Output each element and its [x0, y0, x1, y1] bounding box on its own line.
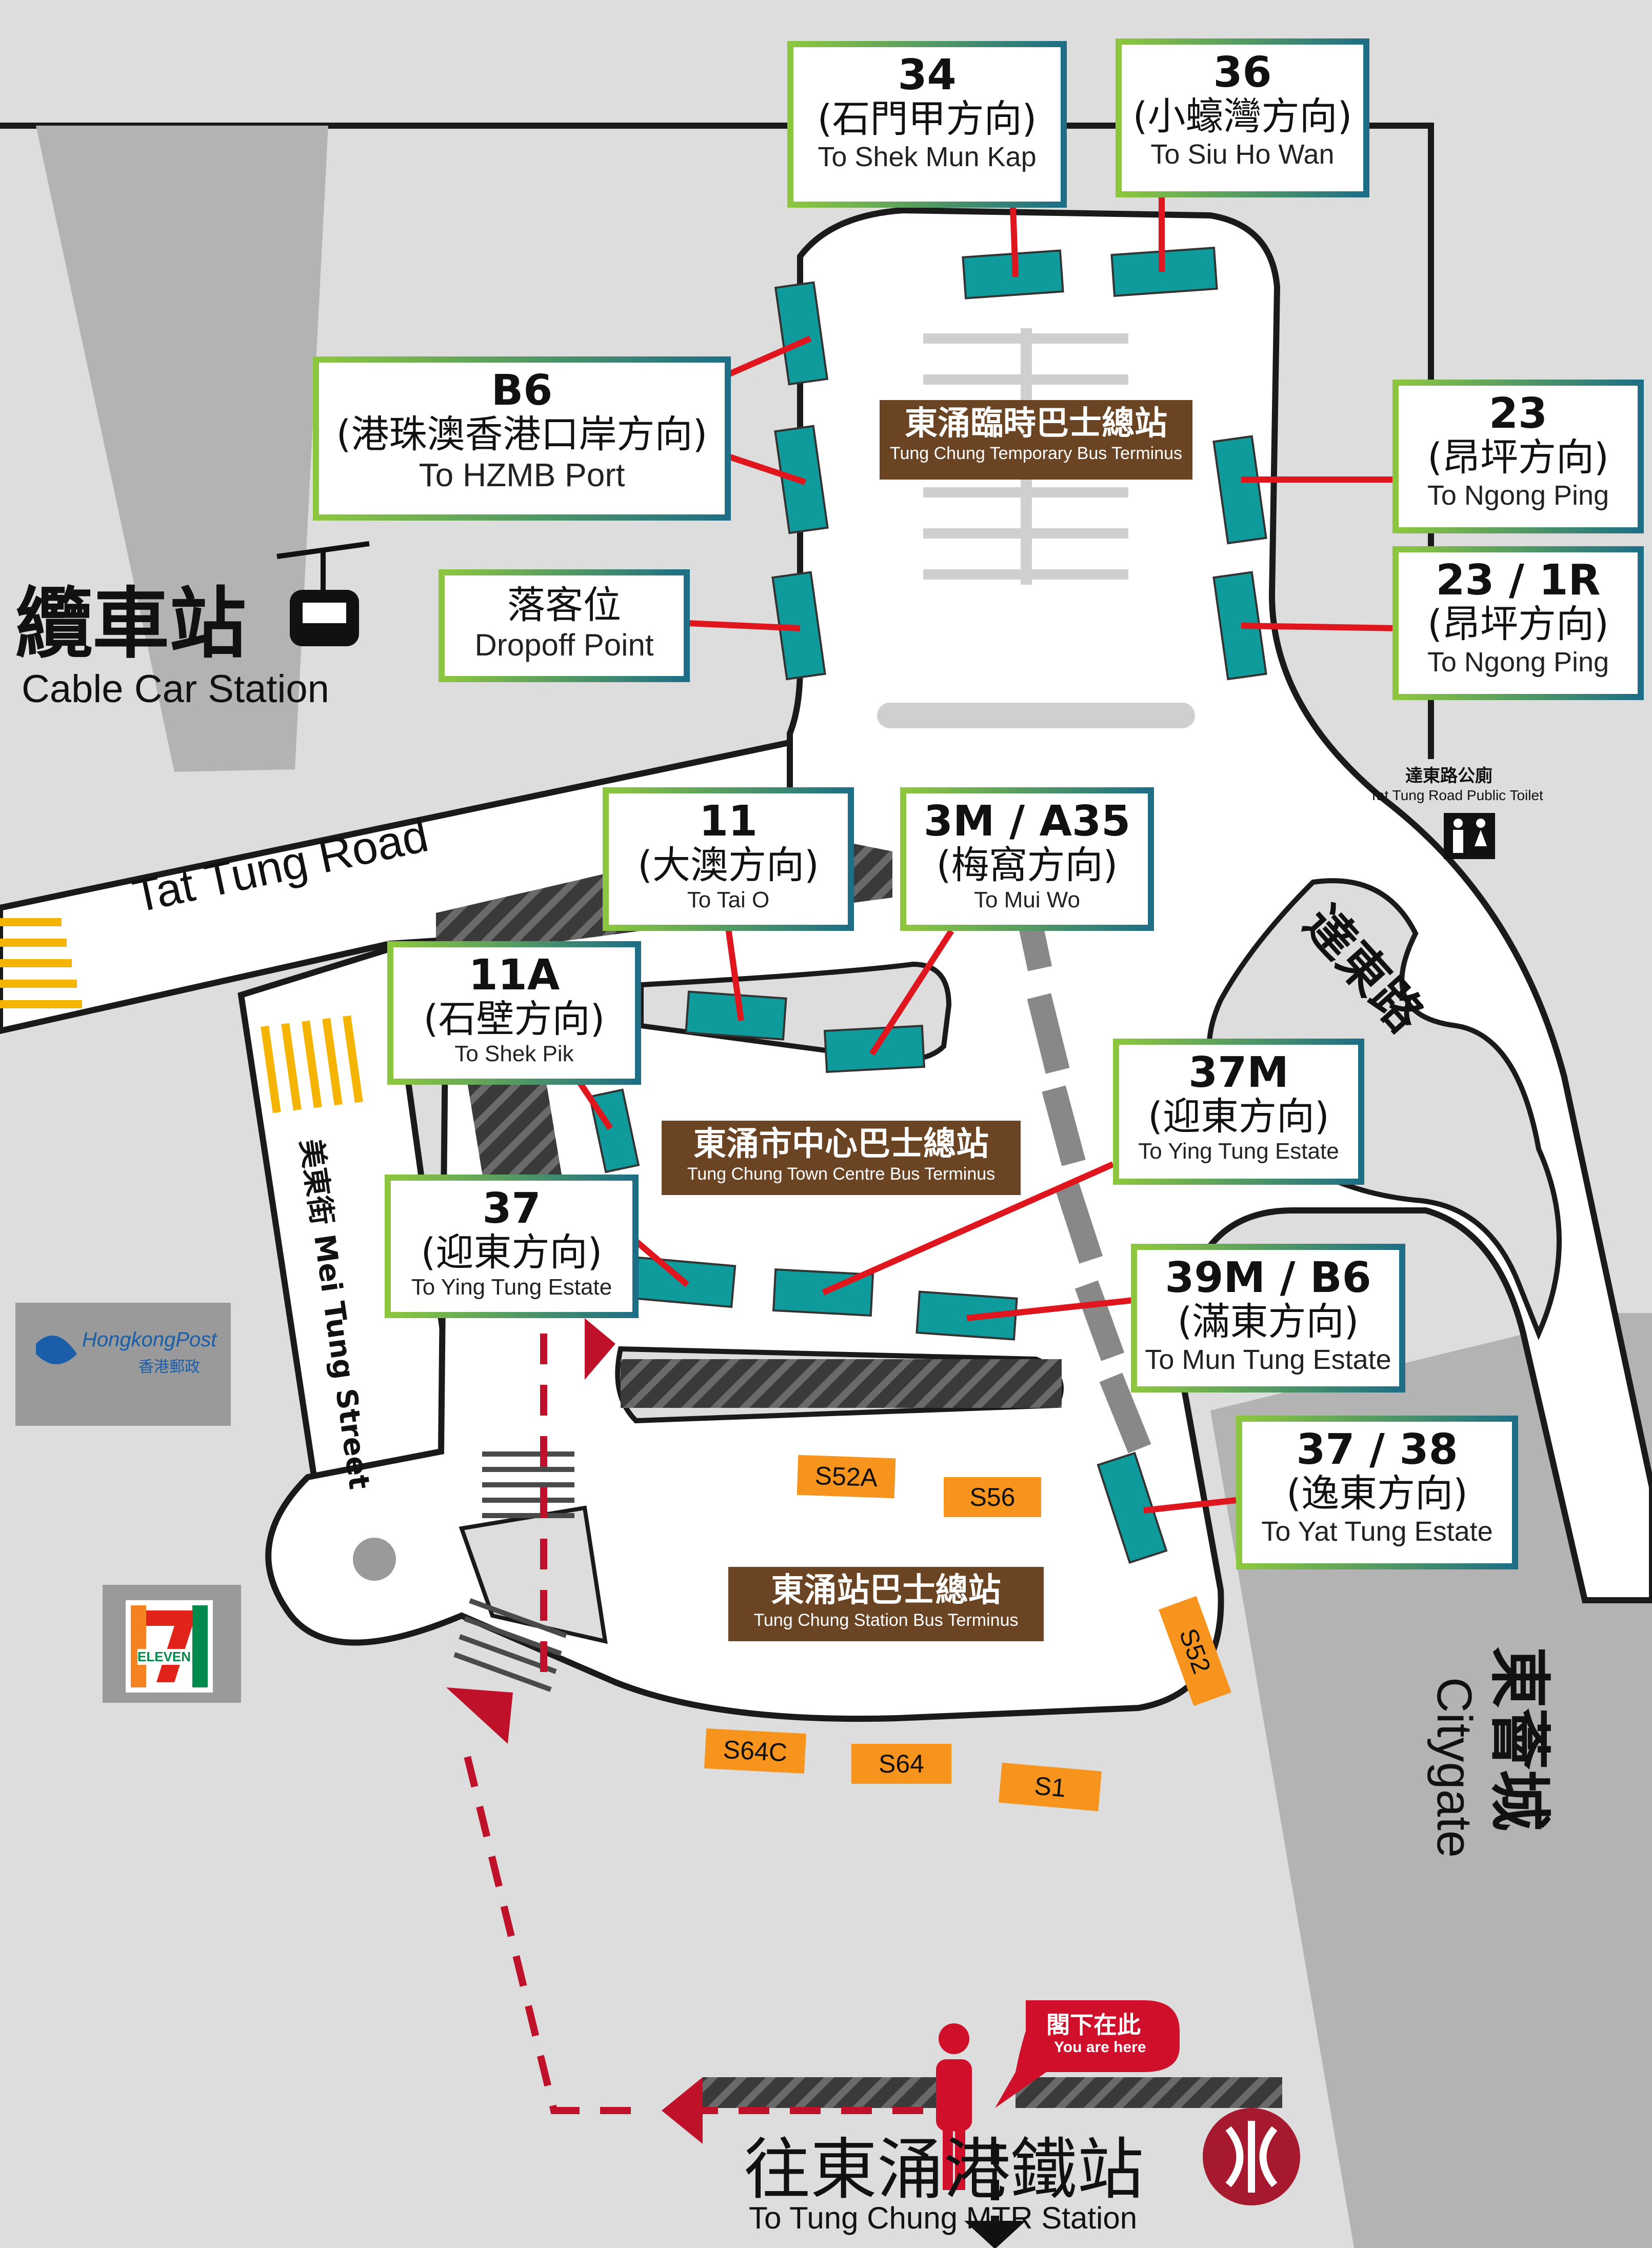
hongkong-post-name-en: HongkongPost: [82, 1328, 217, 1351]
route-direction-zh: (昂坪方向): [1427, 602, 1609, 647]
dropoff-label-en: Dropoff Point: [474, 628, 654, 663]
route-direction-zh: (港珠澳香港口岸方向): [336, 412, 708, 457]
route-number: 23: [1488, 389, 1548, 438]
town-centre-bus-terminus-label: 東涌市中心巴士總站 Tung Chung Town Centre Bus Ter…: [662, 1121, 1021, 1195]
you-are-here-person: [936, 2023, 972, 2190]
citygate-zh: 東薈城: [1483, 1646, 1555, 1831]
route-sign-34: 34 (石門甲方向) To Shek Mun Kap: [787, 41, 1067, 208]
route-direction-zh: (石門甲方向): [817, 97, 1037, 142]
stop-s64: S64: [851, 1744, 951, 1784]
route-number: 23 / 1R: [1436, 556, 1601, 605]
route-direction-en: To HZMB Port: [419, 456, 625, 494]
route-direction-en: To Mun Tung Estate: [1145, 1344, 1391, 1376]
route-direction-zh: (逸東方向): [1286, 1471, 1468, 1516]
bollard: [353, 1538, 396, 1581]
zebra-crossings: [453, 1451, 574, 1692]
route-number: B6: [491, 366, 553, 415]
dropoff-label-zh: 落客位: [507, 583, 621, 627]
station-bus-terminus-label: 東涌站巴士總站 Tung Chung Station Bus Terminus: [728, 1567, 1044, 1641]
mtr-logo-icon: [1203, 2108, 1300, 2205]
route-sign-37m: 37M (迎東方向) To Ying Tung Estate: [1113, 1039, 1364, 1185]
terminus-name-zh: 東涌臨時巴士總站: [905, 405, 1167, 443]
route-direction-zh: (迎東方向): [421, 1230, 603, 1275]
mtr-arrow: [964, 2221, 1026, 2248]
route-sign-36: 36 (小蠔灣方向) To Siu Ho Wan: [1116, 38, 1369, 197]
stop-s56: S56: [944, 1477, 1041, 1517]
terminus-name-en: Tung Chung Station Bus Terminus: [753, 1610, 1019, 1630]
route-number: 37M: [1188, 1048, 1289, 1097]
route-sign-b6: B6 (港珠澳香港口岸方向) To HZMB Port: [313, 356, 731, 521]
mtr-station-zh: 往東涌港鐵站: [744, 2131, 1144, 2209]
walking-arrows: [446, 1318, 703, 2144]
route-sign-3m-a35: 3M / A35 (梅窩方向) To Mui Wo: [900, 787, 1154, 931]
route-sign-37: 37 (迎東方向) To Ying Tung Estate: [385, 1175, 639, 1318]
you-are-here-zh: 閣下在此: [1046, 2011, 1141, 2039]
route-direction-zh: (昂坪方向): [1427, 435, 1609, 480]
hongkong-post-building: [15, 1303, 231, 1426]
you-are-here-en: You are here: [1054, 2039, 1146, 2056]
route-number: 11A: [468, 951, 560, 1000]
toilet-label-zh: 達東路公廁: [1405, 766, 1492, 786]
stop-s52a: S52A: [797, 1455, 896, 1499]
cable-car-icon: [276, 541, 370, 646]
stop-s64c: S64C: [704, 1728, 806, 1774]
route-number: 37 / 38: [1296, 1425, 1458, 1474]
route-direction-zh: (小蠔灣方向): [1132, 94, 1352, 139]
terminus-name-zh: 東涌站巴士總站: [771, 1571, 1001, 1609]
you-are-here-bubble: [995, 2000, 1180, 2108]
route-sign-11: 11 (大澳方向) To Tai O: [603, 787, 854, 931]
yellow-hatching: [0, 918, 363, 1113]
route-direction-zh: (石壁方向): [423, 997, 605, 1042]
terminus-name-zh: 東涌市中心巴士總站: [693, 1125, 989, 1163]
route-number: 3M / A35: [923, 797, 1131, 846]
terminus-name-en: Tung Chung Town Centre Bus Terminus: [687, 1164, 996, 1184]
citygate-en: Citygate: [1427, 1677, 1482, 1858]
route-sign-23: 23 (昂坪方向) To Ngong Ping: [1392, 380, 1644, 533]
route-connector-lines: [577, 197, 1401, 1514]
hongkong-post-logo: [36, 1336, 77, 1364]
cable-car-station-zh: 纜車站: [15, 580, 247, 669]
route-number: 37: [482, 1184, 541, 1233]
temporary-bus-terminus-label: 東涌臨時巴士總站 Tung Chung Temporary Bus Termin…: [880, 400, 1192, 480]
route-direction-zh: (大澳方向): [638, 843, 819, 888]
cable-car-building: [36, 126, 328, 772]
route-number: 34: [898, 51, 957, 100]
terminus-name-en: Tung Chung Temporary Bus Terminus: [889, 443, 1183, 463]
route-direction-en: To Shek Pik: [454, 1041, 574, 1067]
route-direction-en: To Ngong Ping: [1427, 480, 1609, 511]
route-direction-en: To Ying Tung Estate: [411, 1275, 612, 1300]
route-direction-zh: (梅窩方向): [936, 843, 1118, 888]
toilet-icon: [1444, 813, 1495, 859]
route-direction-en: To Siu Ho Wan: [1150, 139, 1335, 170]
seven-eleven-label: ELEVEN: [137, 1649, 191, 1665]
route-direction-en: To Yat Tung Estate: [1261, 1516, 1493, 1547]
route-number: 39M / B6: [1165, 1254, 1371, 1302]
route-direction-zh: (滿東方向): [1177, 1300, 1359, 1344]
route-direction-en: To Ngong Ping: [1427, 647, 1609, 678]
cable-car-station-en: Cable Car Station: [22, 667, 329, 711]
route-direction-zh: (迎東方向): [1148, 1095, 1329, 1139]
route-direction-en: To Mui Wo: [973, 887, 1081, 913]
route-sign-37-38: 37 / 38 (逸東方向) To Yat Tung Estate: [1236, 1416, 1518, 1569]
hongkong-post-name-zh: 香港郵政: [138, 1358, 200, 1376]
route-direction-en: To Ying Tung Estate: [1138, 1139, 1339, 1164]
dropoff-sign: 落客位 Dropoff Point: [439, 569, 690, 682]
walking-route: [463, 1334, 923, 2114]
route-number: 36: [1213, 48, 1272, 97]
route-sign-39m-b6: 39M / B6 (滿東方向) To Mun Tung Estate: [1131, 1244, 1405, 1392]
route-sign-23-1r: 23 / 1R (昂坪方向) To Ngong Ping: [1392, 546, 1644, 700]
mtr-station-en: To Tung Chung MTR Station: [749, 2201, 1138, 2235]
route-direction-en: To Tai O: [687, 887, 770, 913]
route-direction-en: To Shek Mun Kap: [818, 142, 1037, 173]
route-number: 11: [699, 797, 758, 846]
toilet-label-en: Tat Tung Road Public Toilet: [1369, 787, 1543, 803]
route-sign-11a: 11A (石壁方向) To Shek Pik: [387, 941, 641, 1085]
